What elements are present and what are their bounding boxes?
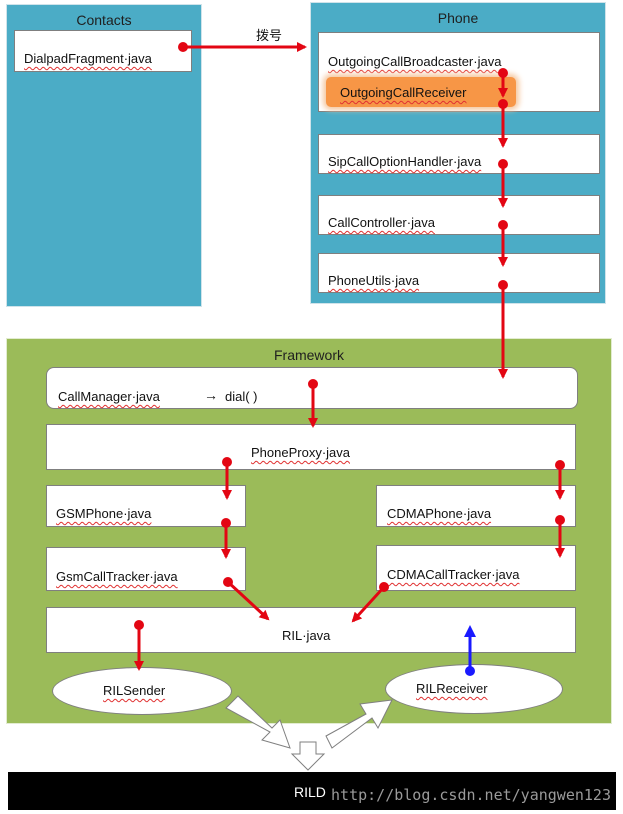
rild-label: RILD [294, 784, 326, 800]
gsm-call-tracker-label: GsmCallTracker·java [56, 569, 178, 584]
dial-method-label: dial( ) [225, 389, 258, 404]
watermark-text: http://blog.csdn.net/yangwen123 [331, 786, 611, 804]
arrow-cdmaphone-to-tracker [555, 515, 565, 558]
ril-sender-label: RILSender [103, 683, 166, 698]
gsm-phone-box [46, 485, 246, 527]
arrow-dialpad-to-phone [178, 42, 307, 52]
framework-title: Framework [273, 347, 344, 363]
gsm-phone-label: GSMPhone·java [56, 506, 152, 521]
outgoing-call-broadcaster-label: OutgoingCallBroadcaster·java [328, 54, 502, 69]
arrow-receiver-to-ril [464, 625, 476, 676]
sip-call-option-handler-box [318, 134, 600, 174]
hollow-arrow-sender-to-rild [225, 695, 291, 749]
dialpad-fragment-box [14, 30, 192, 72]
arrow-sip-to-controller [498, 159, 508, 208]
arrow-utils-to-framework [498, 280, 508, 379]
ril-receiver-label: RILReceiver [416, 681, 488, 696]
arrow-ril-to-sender [134, 620, 144, 671]
arrow-gsmtracker-to-ril [223, 577, 270, 621]
hollow-arrow-to-rild-bar [290, 741, 326, 771]
phone-utils-box [318, 253, 600, 293]
ril-label: RIL·java [282, 628, 331, 643]
call-manager-label: CallManager·java [58, 389, 160, 404]
phone-proxy-label: PhoneProxy·java [251, 445, 350, 460]
cdma-phone-label: CDMAPhone·java [387, 506, 492, 521]
gsm-call-tracker-box [46, 547, 246, 591]
dial-arrow-glyph: → [204, 387, 218, 403]
ril-box [46, 607, 576, 653]
arrow-gsmphone-to-tracker [221, 518, 231, 559]
outgoing-call-receiver-box [326, 77, 516, 107]
call-controller-label: CallController·java [328, 215, 435, 230]
arrow-receiver-to-sip [498, 99, 508, 148]
cdma-call-tracker-box [376, 545, 576, 591]
contacts-title: Contacts [76, 12, 132, 28]
phone-title: Phone [437, 10, 479, 26]
arrow-controller-to-utils [498, 220, 508, 267]
arrow-broadcaster-to-receiver [498, 68, 508, 98]
dialpad-fragment-label: DialpadFragment·java [24, 51, 152, 66]
phone-proxy-box [46, 424, 576, 470]
phone-utils-label: PhoneUtils·java [328, 273, 420, 288]
dial-label: 拨号 [256, 28, 283, 43]
arrow-proxy-to-gsmphone [222, 457, 232, 500]
arrow-proxy-to-cdmaphone [555, 460, 565, 500]
sip-call-option-handler-label: SipCallOptionHandler·java [328, 154, 482, 169]
cdma-call-tracker-label: CDMACallTracker·java [387, 567, 520, 582]
call-controller-box [318, 195, 600, 235]
outgoing-call-receiver-label: OutgoingCallReceiver [340, 85, 467, 100]
cdma-phone-box [376, 485, 576, 527]
arrow-cdmatracker-to-ril [351, 582, 389, 623]
arrow-callmanager-to-proxy [308, 379, 318, 428]
hollow-arrow-rild-to-receiver [325, 699, 393, 749]
rild-bar [8, 772, 616, 810]
